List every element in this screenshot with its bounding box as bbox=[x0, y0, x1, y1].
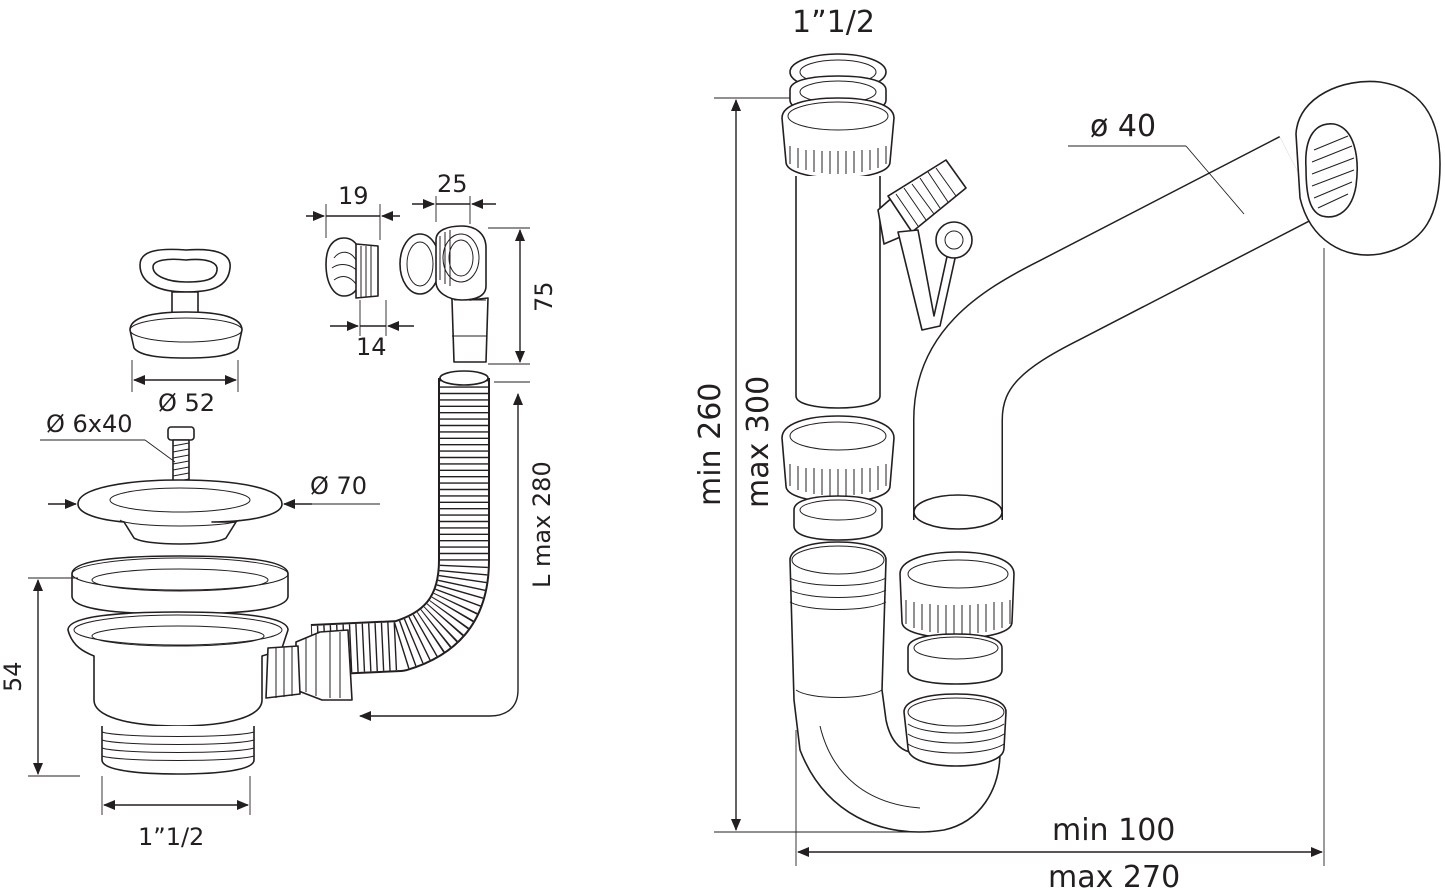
pipe-diameter-callout: ø 40 bbox=[1068, 109, 1245, 215]
trap-inlet-tube bbox=[795, 176, 881, 409]
outlet-width-label: 19 bbox=[338, 182, 369, 210]
screw-label: Ø 6x40 bbox=[46, 410, 133, 438]
elbow-width-dimension: 25 bbox=[412, 170, 496, 224]
trap-height-max-label: max 300 bbox=[741, 376, 776, 508]
trap-outlet-washer bbox=[907, 633, 1003, 685]
plug-diameter-dimension: Ø 52 bbox=[131, 360, 239, 417]
trap-height-dimension: min 260 max 300 bbox=[693, 97, 930, 833]
trap-outlet-spigot bbox=[903, 693, 1007, 767]
strainer-flange bbox=[77, 479, 283, 545]
outlet-thread-dimension: 14 bbox=[330, 300, 414, 361]
trap-height-min-label: min 260 bbox=[693, 383, 728, 506]
overflow-connector bbox=[877, 159, 973, 331]
elbow-height-dimension: 75 bbox=[488, 227, 558, 365]
screw-leader: Ø 6x40 bbox=[40, 410, 176, 463]
basket-thread-label: 1”1/2 bbox=[138, 823, 204, 851]
sink-basket bbox=[67, 555, 289, 775]
sink-plug bbox=[129, 248, 243, 359]
outlet-width-dimension: 19 bbox=[306, 182, 400, 240]
elbow-height-label: 75 bbox=[530, 281, 558, 312]
hose-length-dimension: L max 280 bbox=[359, 381, 556, 721]
flange-diameter-label: Ø 70 bbox=[310, 472, 367, 500]
trap-inlet-nut bbox=[781, 97, 895, 179]
plug-diameter-label: Ø 52 bbox=[158, 389, 215, 417]
wall-rosette bbox=[1295, 80, 1441, 256]
hose-length-label: L max 280 bbox=[528, 461, 556, 588]
basket-thread-dimension: 1”1/2 bbox=[101, 776, 251, 851]
elbow-width-label: 25 bbox=[437, 170, 468, 198]
overflow-elbow bbox=[399, 225, 489, 363]
outlet-thread-label: 14 bbox=[356, 333, 387, 361]
trap-mid-nut bbox=[781, 415, 895, 503]
pipe-diameter-label: ø 40 bbox=[1090, 109, 1156, 144]
basket-height-label: 54 bbox=[0, 661, 27, 692]
trap-inlet-thread-label: 1”1/2 bbox=[792, 5, 875, 40]
trap-reach-min-label: min 100 bbox=[1052, 813, 1175, 848]
overflow-outlet bbox=[325, 237, 379, 299]
overflow-hose bbox=[265, 370, 490, 701]
trap-mid-washer bbox=[793, 495, 883, 541]
drain-pipe bbox=[913, 136, 1321, 530]
trap-reach-dimension: min 100 max 270 bbox=[795, 248, 1325, 891]
basket-height-dimension: 54 bbox=[0, 577, 80, 777]
trap-outlet-nut bbox=[899, 551, 1015, 639]
trap-reach-max-label: max 270 bbox=[1048, 860, 1180, 891]
